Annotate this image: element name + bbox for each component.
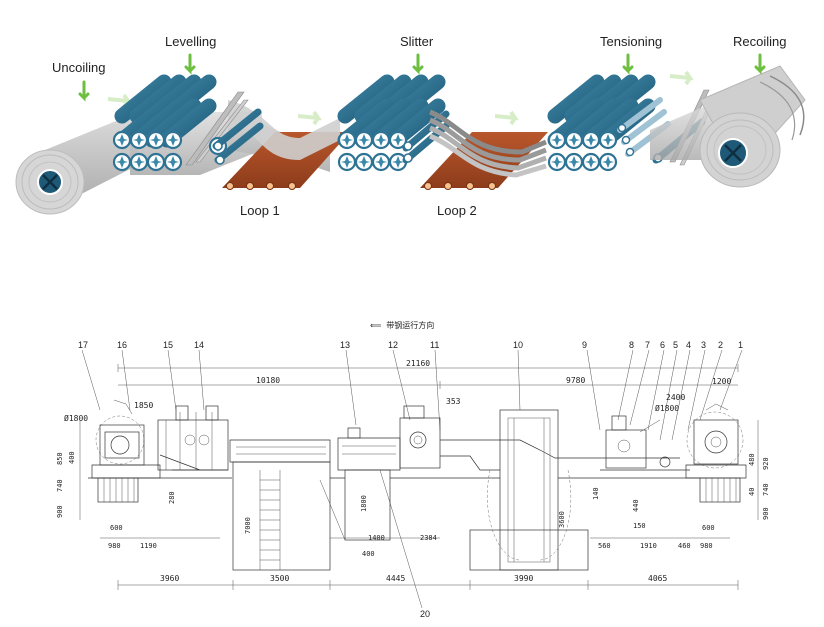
part-number: 3 <box>701 340 706 350</box>
part-numbers: 17 16 15 14 13 12 11 10 9 8 7 6 5 4 3 2 … <box>78 340 743 619</box>
part-number: 9 <box>582 340 587 350</box>
dim-left-vertical: 400 <box>68 451 76 464</box>
stage-label-recoiling: Recoiling <box>733 34 786 49</box>
leveller-machine: 280 <box>157 405 229 504</box>
loop-label-2: Loop 2 <box>437 203 477 218</box>
stage-label-tensioning: Tensioning <box>600 34 662 49</box>
dim-total: 21160 <box>406 359 430 368</box>
dim-353: 353 <box>446 397 461 406</box>
flow-arrow-icon <box>494 110 520 126</box>
dim-1200: 1200 <box>712 377 731 386</box>
recoiler-coil <box>699 65 806 188</box>
down-arrow-icon <box>622 53 634 73</box>
down-arrow-icon <box>754 53 766 73</box>
loop-2-tower: 3600 <box>469 409 589 571</box>
dim-bottom: 3500 <box>270 574 289 583</box>
down-arrow-icon <box>78 80 90 100</box>
dim-bottom: 3990 <box>514 574 533 583</box>
dim-row1: 560 <box>598 542 611 550</box>
dim-right-vertical: 480 <box>748 453 756 466</box>
part-number: 10 <box>513 340 523 350</box>
dim-row1: 460 <box>678 542 691 550</box>
dim-dia-right: Ø1800 <box>655 403 679 413</box>
part-number: 6 <box>660 340 665 350</box>
dim-left-span: 10180 <box>256 376 280 385</box>
part-number: 16 <box>117 340 127 350</box>
dim-right-vertical: 40 <box>748 488 756 496</box>
part-number: 12 <box>388 340 398 350</box>
dim-row1: 980 <box>700 542 713 550</box>
dim-1850: 1850 <box>134 401 153 410</box>
loop-1-pit-drawing: 7000 <box>229 439 331 571</box>
slitter-machine <box>337 405 600 471</box>
down-arrow-icon <box>412 53 424 73</box>
dim-right-vertical: 900 <box>762 507 770 520</box>
dim-dia-left: Ø1800 <box>64 413 88 423</box>
dim-bottom: 3960 <box>160 574 179 583</box>
part-number: 2 <box>718 340 723 350</box>
dim-left-vertical: 850 <box>56 452 64 465</box>
technical-drawing: ⟸ 带钢运行方向 17 16 15 14 13 12 11 10 9 8 7 6… <box>56 320 770 619</box>
dim-bottom: 4445 <box>386 574 405 583</box>
part-number: 5 <box>673 340 678 350</box>
process-illustration: Uncoiling Levelling Slitter Tensioning R… <box>15 34 806 218</box>
dim-140: 140 <box>592 487 600 500</box>
dim-row1: 1910 <box>640 542 657 550</box>
flow-arrow-icon <box>669 70 695 86</box>
direction-label: ⟸ 带钢运行方向 <box>370 320 434 330</box>
dim-right-vertical: 920 <box>762 457 770 470</box>
stage-label-uncoiling: Uncoiling <box>52 60 105 75</box>
dim-2400: 2400 <box>666 393 685 402</box>
part-number: 20 <box>420 609 430 619</box>
dim-7000: 7000 <box>244 517 252 534</box>
part-number: 4 <box>686 340 691 350</box>
dim-440: 440 <box>632 499 640 512</box>
uncoiler-machine <box>91 399 161 503</box>
dim-row1: 1400 <box>368 534 385 542</box>
part-number: 15 <box>163 340 173 350</box>
dim-left-vertical: 900 <box>56 505 64 518</box>
dim-right-span: 9780 <box>566 376 585 385</box>
part-number: 14 <box>194 340 204 350</box>
dim-row1: 600 <box>110 524 123 532</box>
dim-1800: 1800 <box>360 495 368 512</box>
dim-150: 150 <box>633 522 646 530</box>
part-number: 8 <box>629 340 634 350</box>
part-number: 13 <box>340 340 350 350</box>
dim-row1: 600 <box>702 524 715 532</box>
part-number: 7 <box>645 340 650 350</box>
center-pit: 1800 <box>319 469 391 541</box>
dim-row1: 1190 <box>140 542 157 550</box>
dim-right-vertical: 740 <box>762 483 770 496</box>
part-number: 11 <box>430 340 439 350</box>
stage-label-slitter: Slitter <box>400 34 434 49</box>
dim-280: 280 <box>168 491 176 504</box>
down-arrow-icon <box>184 53 196 73</box>
dim-row1: 400 <box>362 550 375 558</box>
stage-label-levelling: Levelling <box>165 34 216 49</box>
flow-arrow-icon <box>297 110 323 126</box>
dim-row1: 2384 <box>420 534 437 542</box>
dim-3600: 3600 <box>558 511 566 528</box>
dim-left-vertical: 740 <box>56 479 64 492</box>
slitter-rollers <box>339 82 450 172</box>
part-number: 17 <box>78 340 88 350</box>
part-number: 1 <box>738 340 743 350</box>
recoiler-machine <box>685 403 747 503</box>
tensioner-machine: 140 440 150 <box>592 415 690 530</box>
loop-label-1: Loop 1 <box>240 203 280 218</box>
dim-row1: 980 <box>108 542 121 550</box>
dim-bottom: 4065 <box>648 574 667 583</box>
